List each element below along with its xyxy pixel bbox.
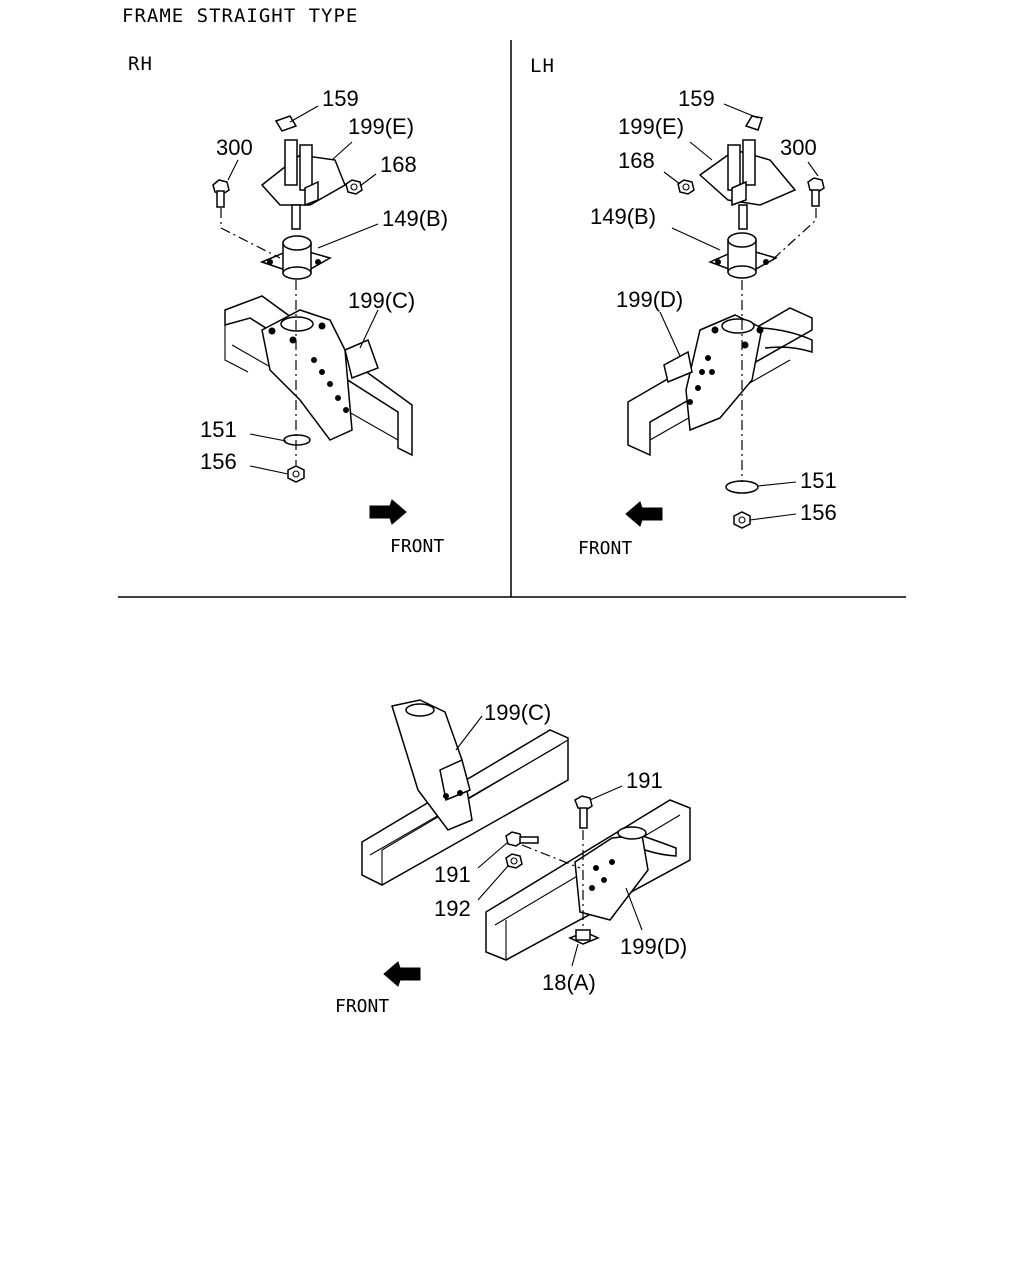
lh-leader-199d xyxy=(659,311,681,357)
bottom-part-18a xyxy=(568,929,600,945)
lh-callout-199d: 199(D) xyxy=(616,287,683,312)
bottom-front-arrow-icon xyxy=(383,961,421,987)
lh-nut-156 xyxy=(733,511,751,529)
lh-callout-156: 156 xyxy=(800,500,837,525)
lh-leader-151 xyxy=(757,481,797,487)
rh-callout-159: 159 xyxy=(322,86,359,111)
diagram-title: FRAME STRAIGHT TYPE xyxy=(122,5,358,27)
rh-callout-156: 156 xyxy=(200,449,237,474)
bottom-callout-18a: 18(A) xyxy=(542,970,596,995)
rh-callout-151: 151 xyxy=(200,417,237,442)
bottom-callout-192: 192 xyxy=(434,896,471,921)
rh-leader-149b xyxy=(317,223,379,249)
rh-nut-168 xyxy=(345,179,363,195)
lh-guide-bolt xyxy=(769,208,817,263)
rh-leader-199e xyxy=(331,141,353,161)
lh-leader-156 xyxy=(749,513,797,521)
lh-leader-199e xyxy=(689,141,713,161)
bottom-leader-191-top xyxy=(589,785,623,801)
bottom-leader-18a xyxy=(571,943,579,967)
rh-mount-149b xyxy=(259,235,332,280)
bottom-callout-191-left: 191 xyxy=(434,862,471,887)
bottom-callout-199d: 199(D) xyxy=(620,934,687,959)
bottom-leader-199d xyxy=(625,887,643,931)
lh-callout-159: 159 xyxy=(678,86,715,111)
rh-callout-300: 300 xyxy=(216,135,253,160)
rh-leader-300 xyxy=(227,159,239,181)
bottom-bracket-199d xyxy=(574,826,677,921)
rh-stud-bolt xyxy=(291,204,301,230)
lh-bracket-199d xyxy=(663,314,813,432)
lh-leader-300 xyxy=(807,161,819,177)
bottom-bracket-199c xyxy=(391,699,473,831)
lh-washer-151 xyxy=(725,480,759,494)
lh-bolt-300 xyxy=(807,177,825,207)
lh-bracket-199e xyxy=(698,139,797,207)
rh-nut-156 xyxy=(287,465,305,483)
lh-callout-151: 151 xyxy=(800,468,837,493)
lh-leader-149b xyxy=(671,227,721,251)
bottom-panel: 199(C) 191 191 192 199(D) 18(A) FRONT xyxy=(335,699,691,1017)
lh-stud-bolt xyxy=(738,204,748,230)
lh-callout-168: 168 xyxy=(618,148,655,173)
rh-bracket-199e xyxy=(260,139,346,207)
rh-washer-151 xyxy=(283,434,311,446)
rh-bracket-199c xyxy=(261,309,379,441)
bottom-leader-191-left xyxy=(477,841,509,869)
rh-bolt-300 xyxy=(212,179,230,208)
bottom-bolt-191-top xyxy=(574,795,593,829)
rh-callout-199c: 199(C) xyxy=(348,288,415,313)
lh-nut-168 xyxy=(677,179,695,195)
bottom-front-label: FRONT xyxy=(335,996,389,1017)
rh-panel: RH xyxy=(128,53,448,557)
lh-callout-300: 300 xyxy=(780,135,817,160)
bottom-callout-191-top: 191 xyxy=(626,768,663,793)
rh-guide-bolt xyxy=(220,208,281,259)
bottom-bolt-191-left xyxy=(505,831,539,847)
bottom-leader-199c xyxy=(455,715,483,751)
lh-front-label: FRONT xyxy=(578,538,632,559)
lh-callout-149b: 149(B) xyxy=(590,204,656,229)
rh-callout-199e: 199(E) xyxy=(348,114,414,139)
rh-callout-149b: 149(B) xyxy=(382,206,448,231)
lh-leader-168 xyxy=(663,171,681,185)
bottom-leader-192 xyxy=(477,865,509,901)
rh-leader-151 xyxy=(249,433,287,442)
lh-mount-149b xyxy=(707,232,778,279)
rh-leader-159 xyxy=(289,105,319,123)
rh-side-label: RH xyxy=(128,53,153,75)
rh-leader-156 xyxy=(249,465,289,475)
rh-part-159 xyxy=(274,115,298,132)
rh-callout-168: 168 xyxy=(380,152,417,177)
lh-side-label: LH xyxy=(530,55,555,77)
rh-leader-168 xyxy=(359,173,377,187)
lh-panel: LH xyxy=(530,55,837,559)
lh-part-159 xyxy=(744,115,763,131)
rh-front-label: FRONT xyxy=(390,536,444,557)
rh-leader-199c xyxy=(359,309,379,349)
lh-front-arrow-icon xyxy=(625,501,663,527)
bottom-callout-199c: 199(C) xyxy=(484,700,551,725)
rh-front-arrow-icon xyxy=(369,499,407,525)
lh-callout-199e: 199(E) xyxy=(618,114,684,139)
lh-leader-159 xyxy=(723,103,759,119)
bottom-nut-192 xyxy=(505,853,523,869)
